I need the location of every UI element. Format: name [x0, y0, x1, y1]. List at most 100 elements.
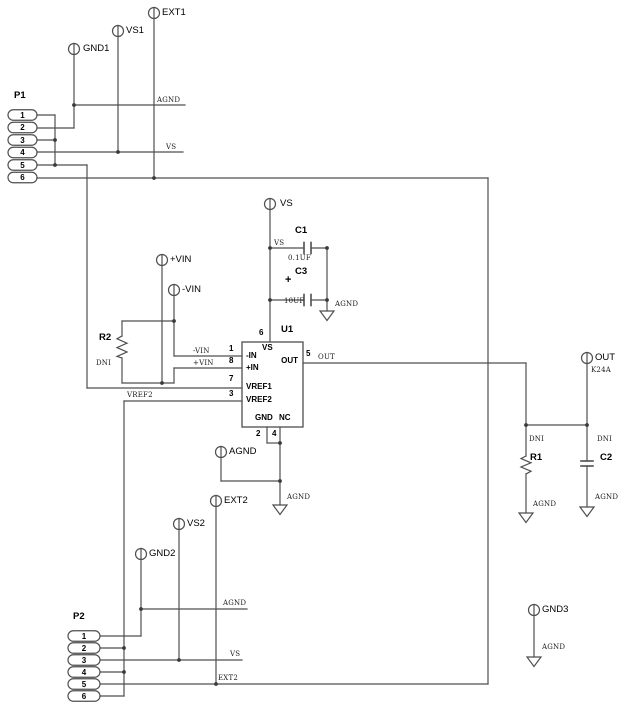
p2-pin-3: 3	[81, 656, 87, 665]
c1-ref: C1	[295, 225, 308, 236]
nvin-flag-icon	[167, 283, 181, 297]
u1-pin-name-vs: VS	[262, 343, 273, 352]
u1-pin-name-inneg: -IN	[246, 351, 257, 360]
ext2-flag-icon	[209, 494, 223, 508]
net-vs-main-wires	[269, 197, 328, 343]
c3-value: 10UF	[284, 297, 305, 305]
p2-ref: P2	[73, 611, 85, 622]
agnd-ground-icon-c2	[578, 506, 596, 518]
agnd-ground-label-r1: AGND	[533, 500, 557, 508]
c2-dni: DNI	[597, 435, 613, 443]
ext1-flag-label: EXT1	[162, 7, 186, 18]
agnd-ground-label-c2: AGND	[595, 493, 619, 501]
net-ext-wires	[36, 6, 489, 685]
net-label-agnd-p2: AGND	[223, 599, 247, 607]
agnd-ground-icon-gnd3	[525, 656, 543, 668]
net-label-agnd-p1: AGND	[157, 96, 181, 104]
vs-flag-icon	[263, 197, 277, 211]
r2-dni: DNI	[96, 359, 112, 367]
net-agnd-p2-wires	[99, 547, 248, 637]
junction-dots	[53, 103, 589, 686]
pvin-flag-icon	[155, 253, 169, 267]
agnd-ground-label-u1: AGND	[287, 493, 311, 501]
net-label-ext2: EXT2	[218, 674, 239, 682]
power-flag-symbols	[67, 6, 594, 617]
vs2-flag-icon	[172, 517, 186, 531]
u1-ref: U1	[281, 324, 294, 335]
c3-ref: C3	[295, 266, 308, 277]
net-label-vs-p1: VS	[166, 143, 177, 151]
net-label-vref2: VREF2	[127, 391, 153, 399]
net-label-out: OUT	[318, 353, 335, 361]
p1-pin-6: 6	[20, 173, 25, 182]
agnd-ground-icon-r1	[517, 512, 535, 524]
p2-pin-2: 2	[81, 644, 87, 653]
vs1-flag-icon	[111, 24, 125, 38]
p2-pin-5: 5	[81, 680, 87, 689]
gnd3-flag-icon	[527, 603, 541, 617]
u1-pin4-number: 4	[272, 429, 277, 438]
nvin-flag-label: -VIN	[182, 284, 201, 295]
agnd-flag-icon	[214, 445, 228, 459]
u1-pin2-number: 2	[256, 429, 261, 438]
p1-pin-1: 1	[20, 111, 25, 120]
c3-polarity-icon: +	[285, 274, 292, 286]
agnd-ground-label-gnd3: AGND	[542, 643, 566, 651]
gnd3-flag-label: GND3	[542, 604, 569, 615]
ext1-flag-icon	[147, 6, 161, 20]
p2-pin-1: 1	[81, 632, 87, 641]
p1-pin-5: 5	[20, 161, 25, 170]
net-agnd-u1-wires	[220, 426, 281, 506]
r1-resistor-symbol	[519, 455, 533, 475]
r1-ref: R1	[530, 452, 543, 463]
out-flag-icon	[580, 351, 594, 365]
pvin-flag-label: +VIN	[170, 254, 192, 265]
net-vref1-wires	[36, 114, 243, 389]
gnd2-flag-icon	[134, 547, 148, 561]
p2-pin-4: 4	[81, 668, 87, 677]
u1-pin-name-out: OUT	[281, 356, 298, 365]
c2-capacitor-symbol	[580, 460, 594, 467]
u1-pin5-number: 5	[306, 349, 311, 358]
net-label-pvin: +VIN	[193, 359, 214, 367]
net-label-vs-c1: VS	[274, 239, 285, 247]
ground-symbols	[271, 310, 596, 668]
vs-flag-label: VS	[280, 198, 293, 209]
agnd-flag-label: AGND	[229, 446, 257, 457]
gnd1-flag-label: GND1	[83, 43, 110, 54]
u1-pin-name-nc: NC	[279, 413, 291, 422]
p1-ref: P1	[14, 90, 26, 101]
p2-pin-6: 6	[81, 692, 87, 701]
agnd-ground-label-c3: AGND	[335, 300, 359, 308]
r1-dni: DNI	[529, 435, 545, 443]
net-vs-p2-wires	[99, 517, 243, 661]
r2-resistor-symbol	[115, 335, 129, 359]
u1-pin1-number: 1	[229, 344, 234, 353]
agnd-ground-icon-c3	[318, 310, 336, 322]
p1-pin-3: 3	[20, 136, 25, 145]
u1-pin8-number: 8	[229, 356, 234, 365]
r2-ref: R2	[99, 332, 112, 343]
p1-pin-4: 4	[20, 148, 25, 157]
c3-capacitor-symbol	[303, 293, 312, 307]
u1-pin-name-inpos: +IN	[246, 363, 259, 372]
p1-connector-symbol	[7, 109, 38, 184]
gnd1-flag-icon	[67, 42, 81, 56]
net-vs-p1-wires	[36, 24, 184, 153]
net-label-nvin: -VIN	[193, 347, 210, 355]
net-pvin-wires	[121, 253, 243, 384]
ext2-flag-label: EXT2	[224, 495, 248, 506]
out-flag-code: K24A	[591, 366, 611, 374]
u1-pin6-number: 6	[259, 328, 264, 337]
net-out-wires	[302, 351, 588, 514]
net-nvin-wires	[121, 283, 243, 357]
p2-connector-symbol	[67, 630, 101, 702]
net-agnd-p1-wires	[36, 42, 186, 129]
vs1-flag-label: VS1	[126, 25, 144, 36]
p1-pin-2: 2	[20, 123, 25, 132]
u1-pin-name-vref2: VREF2	[246, 395, 272, 404]
vs2-flag-label: VS2	[187, 518, 205, 529]
gnd2-flag-label: GND2	[149, 548, 176, 559]
